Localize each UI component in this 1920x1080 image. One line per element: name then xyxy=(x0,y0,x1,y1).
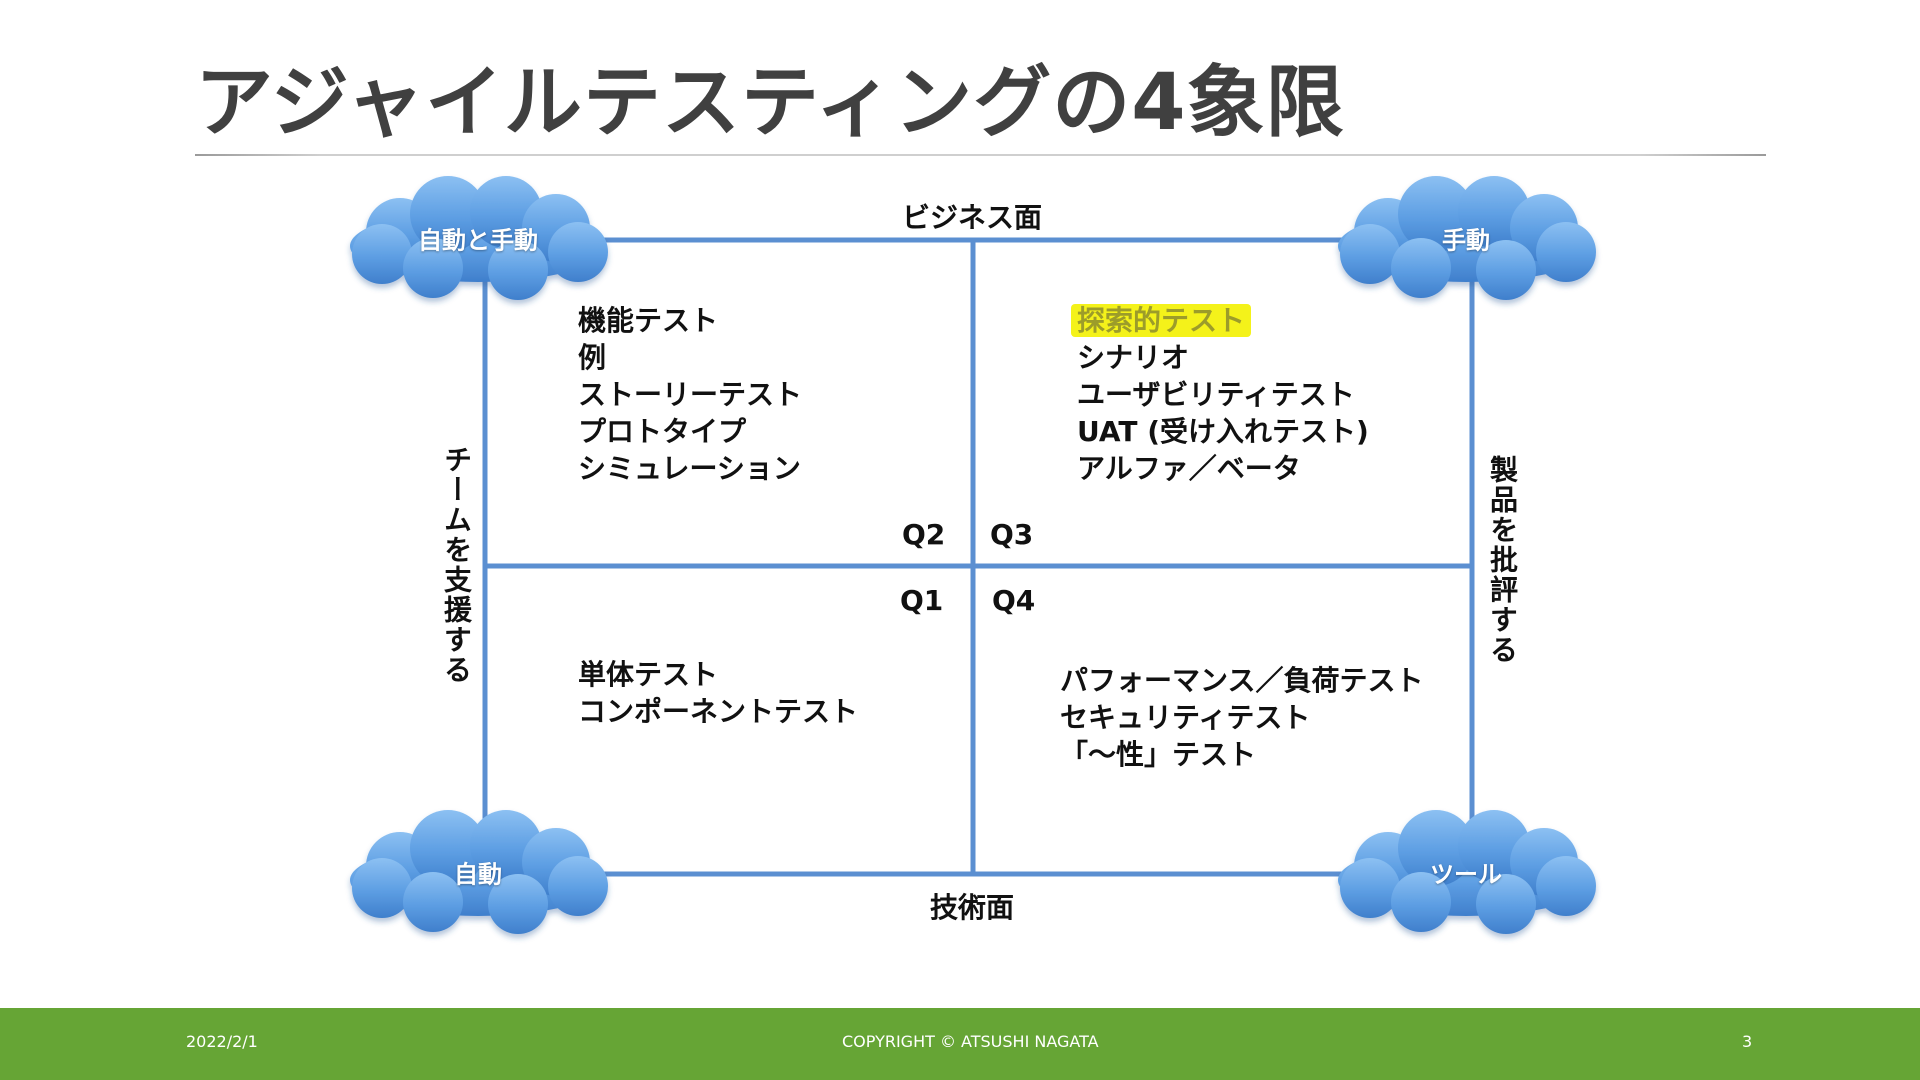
q3-item: アルファ／ベータ xyxy=(1077,452,1301,485)
q2-label: Q2 xyxy=(902,518,946,551)
q2-item: 例 xyxy=(578,341,607,374)
quadrant-grid xyxy=(350,176,1596,934)
q1-item-list: 単体テスト コンポーネントテスト xyxy=(578,656,858,730)
q3-highlighted-text: 探索的テスト xyxy=(1071,304,1252,337)
q4-item-list: パフォーマンス／負荷テスト セキュリティテスト 「～性」テスト xyxy=(1060,662,1423,773)
cloud-label-bottom-left: 自動 xyxy=(454,860,502,889)
cloud-label-top-right: 手動 xyxy=(1442,226,1490,255)
cloud-label-top-left: 自動と手動 xyxy=(418,226,538,255)
cloud-label-bottom-right: ツール xyxy=(1430,860,1502,889)
grid-lines xyxy=(482,237,1475,877)
footer-date: 2022/2/1 xyxy=(186,1032,258,1051)
title-divider xyxy=(195,154,1766,156)
q2-item-list: 機能テスト 例 ストーリーテスト プロトタイプ シミュレーション xyxy=(578,302,802,487)
q2-item: プロトタイプ xyxy=(578,415,747,448)
q3-item: ユーザビリティテスト xyxy=(1077,378,1355,411)
q2-item: シミュレーション xyxy=(578,452,801,485)
axis-label-bottom: 技術面 xyxy=(929,891,1015,924)
q1-label: Q1 xyxy=(900,584,944,617)
footer-bar: 2022/2/1 COPYRIGHT © ATSUSHI NAGATA 3 xyxy=(0,1008,1920,1080)
q4-item: セキュリティテスト xyxy=(1060,701,1311,734)
q3-label: Q3 xyxy=(990,518,1034,551)
q3-item: シナリオ xyxy=(1077,341,1190,374)
q2-item: ストーリーテスト xyxy=(578,378,803,411)
q4-item: 「～性」テスト xyxy=(1060,738,1257,771)
axis-label-left: チームを支援する xyxy=(440,445,473,685)
footer-copyright: COPYRIGHT © ATSUSHI NAGATA xyxy=(842,1032,1099,1051)
axis-label-right: 製品を批評する xyxy=(1486,455,1519,665)
q1-item: コンポーネントテスト xyxy=(578,695,859,728)
q1-item: 単体テスト xyxy=(578,658,719,691)
q3-highlight-item: 探索的テスト xyxy=(1071,302,1369,339)
q3-item: UAT (受け入れテスト) xyxy=(1077,415,1369,448)
q4-label: Q4 xyxy=(992,584,1036,617)
axis-label-top: ビジネス面 xyxy=(901,201,1043,234)
agile-testing-quadrants-diagram: 自動と手動 手動 自動 ツール ビジネス面 技術面 チームを支援する 製品を批評… xyxy=(350,176,1596,934)
q2-item: 機能テスト xyxy=(578,304,719,337)
page-number: 3 xyxy=(1742,1032,1753,1051)
q3-item-list: 探索的テスト シナリオ ユーザビリティテスト UAT (受け入れテスト) アルフ… xyxy=(1071,302,1369,487)
slide-title: アジャイルテスティングの4象限 xyxy=(195,58,1345,148)
q4-item: パフォーマンス／負荷テスト xyxy=(1060,664,1424,697)
